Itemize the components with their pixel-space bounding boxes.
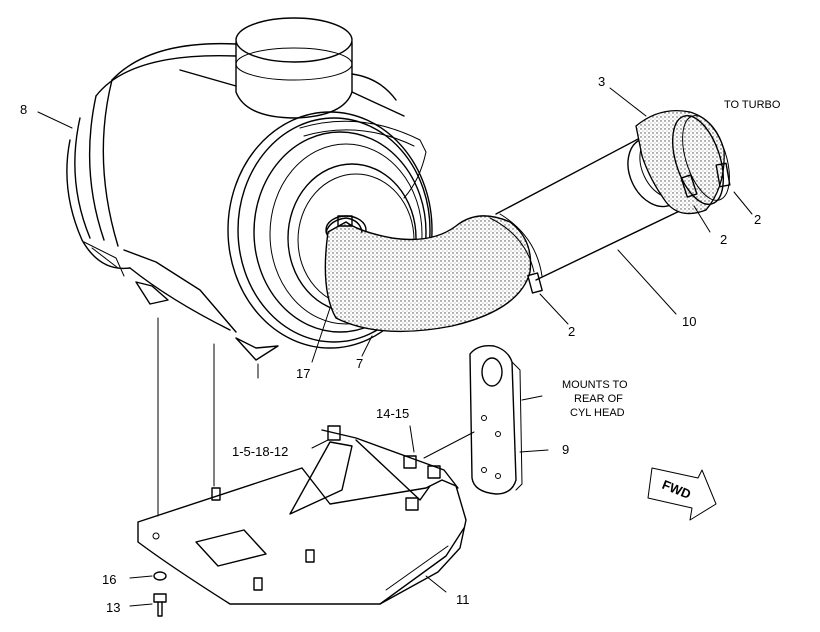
lower-bracket — [137, 425, 467, 605]
label-10: 10 — [682, 314, 696, 329]
alignment-lines — [157, 317, 543, 517]
label-mounts-line2: REAR OF — [574, 393, 623, 405]
washer-and-bolt — [153, 571, 167, 617]
forward-arrow-icon — [647, 467, 717, 521]
label-9: 9 — [562, 442, 569, 457]
label-13: 13 — [106, 600, 120, 615]
leader-lines — [37, 87, 753, 607]
label-2-right: 2 — [754, 212, 761, 227]
label-14-15: 14-15 — [376, 406, 409, 421]
label-8: 8 — [20, 102, 27, 117]
label-2-lower: 2 — [568, 324, 575, 339]
air-cleaner-housing — [66, 17, 433, 361]
label-7: 7 — [356, 356, 363, 371]
label-fwd: FWD — [660, 477, 693, 502]
label-mounts-line3: CYL HEAD — [570, 407, 625, 419]
label-17: 17 — [296, 366, 310, 381]
mounting-plate — [469, 344, 523, 495]
coupling-sleeve — [635, 109, 730, 215]
label-16: 16 — [102, 572, 116, 587]
hose-clamps-2 — [527, 162, 731, 294]
hose-clamp-17 — [325, 215, 363, 233]
label-11: 11 — [456, 592, 470, 607]
label-3: 3 — [598, 74, 605, 89]
label-mounts-line1: MOUNTS TO — [562, 379, 628, 391]
intake-hose-elbow — [324, 213, 543, 333]
label-to-turbo: TO TURBO — [724, 99, 781, 111]
label-1-5-18-12: 1-5-18-12 — [232, 444, 288, 459]
label-2-middle: 2 — [720, 232, 727, 247]
